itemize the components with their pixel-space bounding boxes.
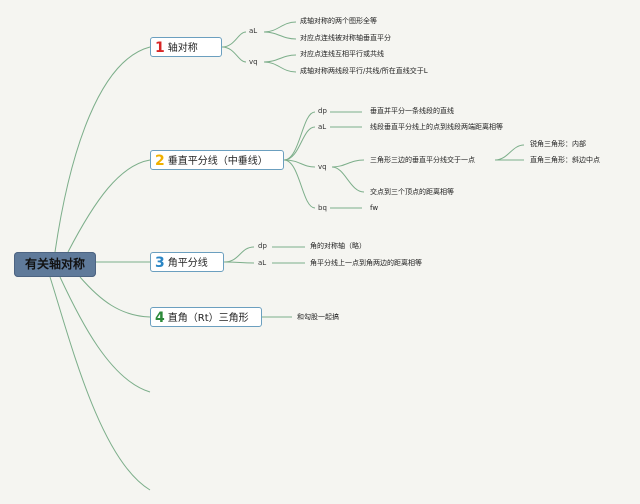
leaf-text: 三角形三边的垂直平分线交于一点 — [370, 156, 475, 164]
leaf-text: 角平分线上一点到角两边的距离相等 — [310, 259, 422, 267]
topic-label: 直角（Rt）三角形 — [167, 313, 249, 324]
root-topic[interactable]: 有关轴对称 — [14, 252, 96, 277]
group-key: bq — [318, 204, 327, 212]
topic-label: 垂直平分线（中垂线） — [167, 156, 268, 167]
topic-label: 角平分线 — [167, 258, 208, 269]
topic-number: 2 — [155, 153, 165, 169]
leaf-text: fw — [370, 204, 379, 212]
topic-label: 轴对称 — [167, 43, 198, 54]
topic-number: 3 — [155, 255, 165, 271]
leaf-text: 成轴对称两线段平行/共线/所在直线交于L — [300, 67, 428, 75]
leaf-text: 交点到三个顶点的距离相等 — [370, 188, 454, 196]
group-key: aL — [249, 27, 258, 35]
leaf-text: 锐角三角形：内部 — [530, 140, 586, 148]
leaf-text: 直角三角形：斜边中点 — [530, 156, 600, 164]
leaf-text: 对应点连线互相平行或共线 — [300, 50, 384, 58]
leaf-text: 角的对称轴（略） — [310, 242, 366, 250]
leaf-text: 垂直并平分一条线段的直线 — [370, 107, 454, 115]
group-key: vq — [249, 58, 258, 66]
leaf-text: 和勾股一起搞 — [297, 313, 339, 321]
group-key: dp — [258, 242, 267, 250]
group-key: vq — [318, 163, 327, 171]
topic-number: 1 — [155, 40, 165, 56]
group-key: dp — [318, 107, 327, 115]
group-key: aL — [258, 259, 267, 267]
leaf-text: 线段垂直平分线上的点到线段两端距离相等 — [370, 123, 503, 131]
group-key: aL — [318, 123, 327, 131]
leaf-text: 成轴对称的两个图形全等 — [300, 17, 377, 25]
topic-number: 4 — [155, 310, 165, 326]
leaf-text: 对应点连线被对称轴垂直平分 — [300, 34, 391, 42]
